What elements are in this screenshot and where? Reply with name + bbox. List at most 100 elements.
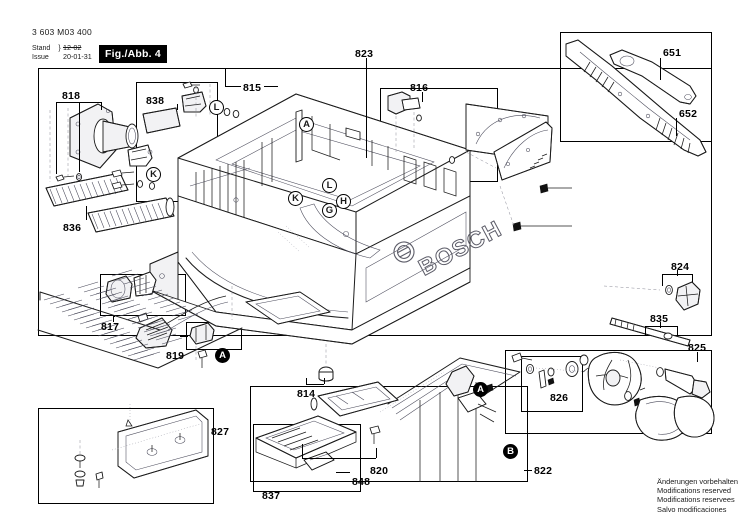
part-816-switch: [387, 91, 456, 164]
issue-value: 20-01-31: [63, 52, 92, 62]
disclaimer-es: Salvo modificaciones: [657, 504, 727, 514]
handwheel: [582, 351, 646, 406]
callout-820: 820: [370, 465, 389, 477]
leader-818-v3: [101, 102, 103, 110]
leader-836-v: [86, 206, 88, 220]
callout-815: 815: [243, 82, 262, 94]
marker-L-2: L: [322, 178, 337, 193]
frame-825: [505, 350, 712, 434]
disclaimer-block: Änderungen vorbehalten Modifications res…: [657, 477, 738, 514]
leader-818-v1: [56, 102, 58, 174]
leader-835-v3: [677, 326, 679, 336]
leader-825-v: [697, 352, 699, 362]
part-riving-knife-plates: [465, 103, 572, 232]
leader-819-h: [180, 336, 188, 338]
callout-824: 824: [671, 261, 690, 273]
marker-K-1: K: [146, 167, 161, 182]
part-818-dust-port: [49, 103, 139, 182]
part-822-fence-rails: [310, 357, 521, 482]
marker-A-2: A: [215, 348, 230, 363]
callout-818: 818: [62, 90, 81, 102]
frame-826: [521, 356, 583, 412]
callout-651: 651: [663, 47, 682, 59]
leader-815-v: [225, 68, 227, 86]
frame-827: [38, 408, 214, 504]
leader-814-v2: [324, 378, 326, 384]
part-827-table-insert: [111, 409, 209, 479]
callout-817: 817: [101, 321, 120, 333]
leader-817-v: [113, 316, 115, 322]
leader-827-v: [213, 436, 215, 442]
leader-820-v: [302, 444, 304, 458]
callout-826: 826: [550, 392, 569, 404]
marker-A-1: A: [299, 117, 314, 132]
part-836-hose: [45, 172, 175, 233]
part-837-848-tray: [255, 415, 357, 471]
frame-main-outer: [38, 68, 712, 336]
part-838-clamp: [111, 107, 181, 190]
leader-652-v: [676, 118, 678, 136]
part-814-foot: [318, 344, 334, 382]
leader-823-v2: [366, 68, 368, 158]
leader-848-h: [336, 472, 350, 474]
figure-badge: Fig./Abb. 4: [99, 45, 167, 63]
leader-651-v: [660, 58, 662, 80]
leader-815-h: [225, 86, 241, 88]
part-823-main-housing: BOSCH: [149, 93, 507, 345]
callout-819: 819: [166, 350, 185, 362]
part-825-826-handwheel: [511, 351, 715, 441]
leader-815-h2: [264, 86, 278, 88]
callout-814: 814: [297, 388, 316, 400]
stand-label: Stand: [32, 45, 51, 52]
callout-816: 816: [410, 82, 429, 94]
part-table-top: [37, 269, 243, 488]
leader-824-v: [677, 270, 679, 276]
marker-L-1: L: [209, 100, 224, 115]
leader-820-v2: [376, 448, 378, 458]
marker-B-1: B: [503, 444, 518, 459]
bosch-logo: [393, 241, 415, 263]
part-815-fasteners: [181, 81, 240, 119]
revision-block: Stand } 12-02 Issue 20-01-31: [32, 43, 92, 62]
callout-822: 822: [534, 465, 553, 477]
leader-814-v: [306, 378, 308, 384]
leader-816-v: [422, 92, 424, 102]
leader-814-h: [306, 384, 324, 386]
stand-value: 12-02: [63, 43, 82, 52]
leader-820-h: [302, 458, 376, 460]
callout-652: 652: [679, 108, 698, 120]
issue-label: Issue: [32, 54, 49, 62]
disclaimer-en: Modifications reserved: [657, 486, 731, 496]
part-651-652-pushstick: [565, 39, 707, 157]
leader-826-h: [556, 400, 562, 402]
callout-848: 848: [352, 476, 371, 488]
callout-835: 835: [650, 313, 669, 325]
leader-835-v2: [645, 326, 647, 336]
callout-827: 827: [211, 426, 230, 438]
callout-837: 837: [262, 490, 281, 502]
part-number: 3 603 M03 400: [32, 27, 92, 37]
leader-824-v2: [662, 274, 664, 286]
callout-823: 823: [355, 48, 374, 60]
leader-823-v: [366, 58, 368, 70]
leader-835-v: [660, 322, 662, 328]
part-817-819-cordset: [105, 271, 233, 368]
marker-A-3: A: [473, 382, 488, 397]
leader-824-v3: [692, 274, 694, 282]
callout-825: 825: [688, 342, 707, 354]
leader-838-v: [177, 104, 179, 110]
marker-K-2: K: [288, 191, 303, 206]
brace-top: }: [58, 45, 61, 52]
leader-822-h: [524, 470, 532, 472]
callout-838: 838: [146, 95, 165, 107]
marker-G-1: G: [322, 203, 337, 218]
marker-H-1: H: [336, 194, 351, 209]
disclaimer-fr: Modifications reservees: [657, 495, 735, 505]
frame-822: [250, 386, 528, 482]
callout-836: 836: [63, 222, 82, 234]
leader-818-v2: [79, 102, 81, 172]
frame-652: [560, 32, 712, 142]
part-824-835: [603, 281, 701, 347]
